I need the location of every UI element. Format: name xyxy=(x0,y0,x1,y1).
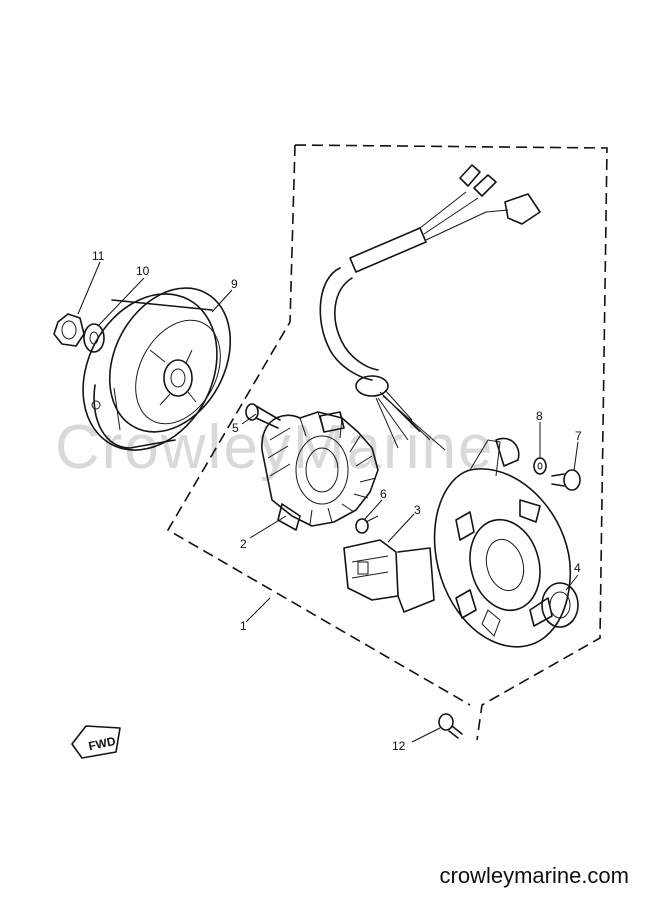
screw-6 xyxy=(355,515,379,534)
screw-7 xyxy=(551,469,581,491)
fwd-direction-tag: FWD xyxy=(71,725,121,759)
washer-8 xyxy=(533,457,547,475)
callout-11: 11 xyxy=(92,249,105,263)
wire-harness xyxy=(319,164,541,451)
callout-8: 8 xyxy=(536,409,543,423)
stator-coil xyxy=(261,411,379,531)
flywheel-rotor xyxy=(82,287,232,451)
nut-11 xyxy=(53,313,85,347)
callout-2: 2 xyxy=(240,537,247,551)
brand-url: crowleymarine.com xyxy=(439,863,630,888)
callout-3: 3 xyxy=(414,503,421,517)
assembly-boundary xyxy=(166,144,608,741)
callout-6: 6 xyxy=(380,487,387,501)
washer-10 xyxy=(83,323,105,353)
fwd-label: FWD xyxy=(87,734,117,753)
pulser-coil xyxy=(343,539,435,613)
screw-5 xyxy=(245,403,281,429)
stator-base-plate xyxy=(433,437,571,648)
callout-12: 12 xyxy=(392,739,406,753)
callout-4: 4 xyxy=(574,561,581,575)
callout-5: 5 xyxy=(232,421,239,435)
callout-10: 10 xyxy=(136,264,150,278)
oil-seal xyxy=(541,582,579,628)
callout-9: 9 xyxy=(231,277,238,291)
leader-lines xyxy=(77,261,579,743)
callout-1: 1 xyxy=(240,619,247,633)
callout-numbers: 1 2 3 4 5 6 7 8 9 10 11 12 xyxy=(92,249,582,753)
bolt-12 xyxy=(438,713,463,739)
callout-7: 7 xyxy=(575,429,582,443)
